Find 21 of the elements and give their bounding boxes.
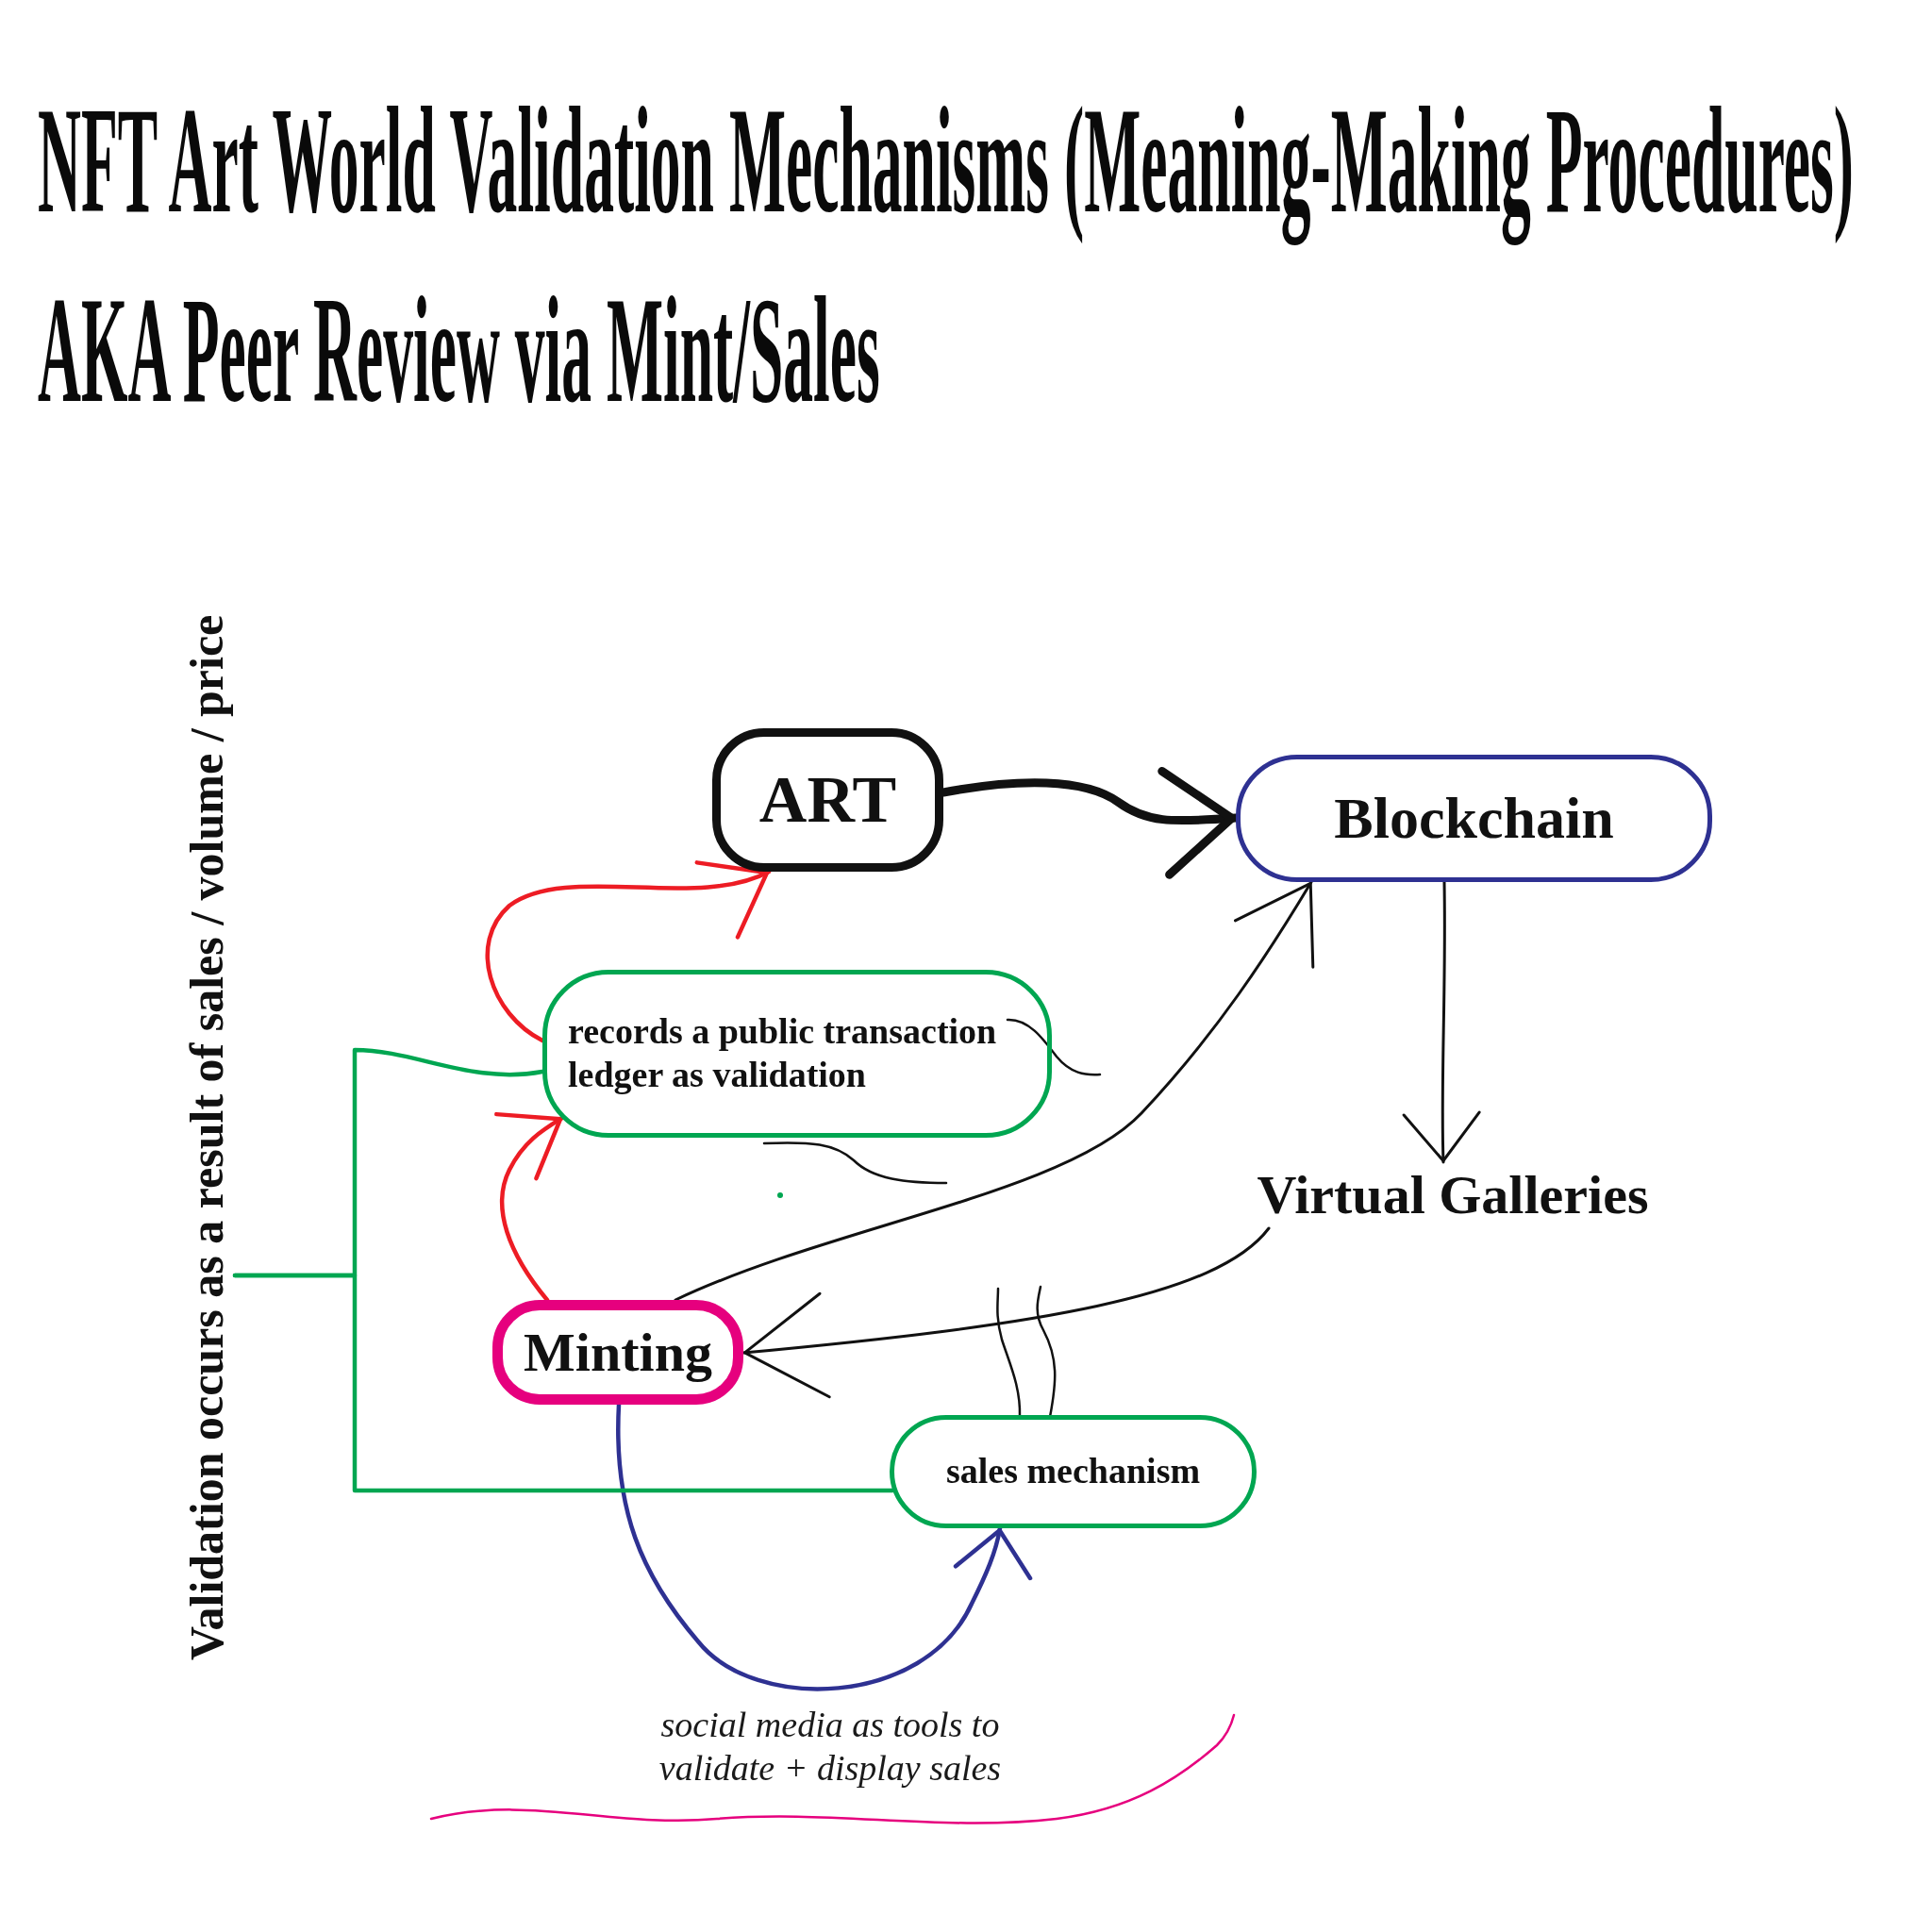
rounded-node — [492, 1300, 743, 1405]
rounded-node — [542, 970, 1052, 1138]
node-label: Minting — [524, 1320, 712, 1385]
subtitle: AKA Peer Review via Mint/Sales — [38, 265, 880, 436]
node-label: Virtual Galleries — [1236, 1162, 1670, 1228]
rounded-node — [1236, 755, 1712, 882]
note-text: social media as tools to validate + display sales — [658, 1704, 1003, 1790]
connector-line — [232, 1273, 895, 1493]
arrow — [494, 1111, 565, 1303]
node-label: ART — [758, 762, 897, 838]
node-label: Blockchain — [1334, 785, 1614, 853]
title: NFT Art World Validation Mechanisms (Meaning-Making Procedures) — [38, 75, 1854, 247]
arrow — [741, 1226, 1271, 1398]
rounded-node — [890, 1415, 1257, 1528]
rounded-node — [712, 728, 943, 872]
node-label: sales mechanism — [945, 1450, 1201, 1493]
arrow — [616, 1402, 1032, 1691]
arrow — [1403, 880, 1482, 1164]
vertical-label: Validation occurs as a result of sales / volume / price — [178, 581, 235, 1694]
node-label: records a public transaction ledger as validation — [568, 1010, 998, 1096]
arrow — [674, 880, 1314, 1302]
